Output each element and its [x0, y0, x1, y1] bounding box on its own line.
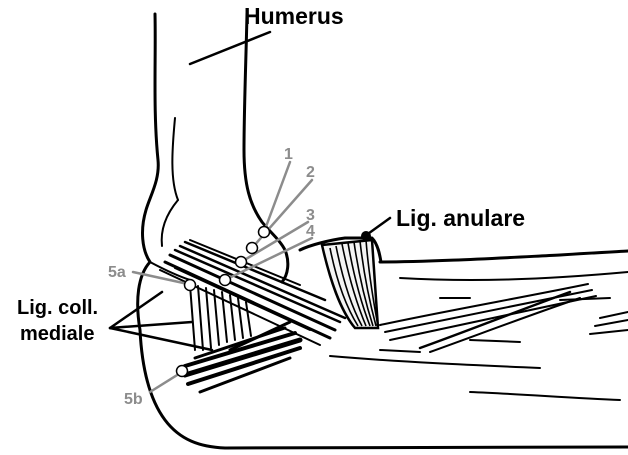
label-humerus: Humerus: [244, 3, 344, 29]
lig-anulare-dot: [361, 231, 371, 241]
ulna-top-outline: [380, 251, 628, 262]
marker-2-dot: [247, 243, 258, 254]
label-marker-2: 2: [306, 164, 315, 181]
forearm-dash-3: [380, 350, 420, 352]
ulna-lower-line: [330, 356, 540, 368]
ulna-mid-line: [400, 272, 628, 280]
shaft-line-inner: [172, 118, 178, 200]
lig-coll-leader-3: [110, 328, 212, 350]
annular-ligament: [322, 240, 378, 328]
ulna-bottom-line: [470, 392, 620, 400]
marker-5b-dot: [177, 366, 188, 377]
label-lig-anulare: Lig. anulare: [396, 205, 525, 231]
lig-coll-leader-2: [110, 322, 192, 328]
lig-coll-leader-1: [110, 292, 162, 328]
label-marker-4: 4: [306, 223, 315, 240]
label-lig-coll-line2: mediale: [20, 323, 94, 345]
humerus-leader: [190, 32, 270, 64]
label-marker-5b: 5b: [124, 391, 143, 408]
label-marker-1: 1: [284, 146, 293, 163]
marker-4-dot: [220, 275, 231, 286]
label-marker-5a: 5a: [108, 264, 126, 281]
label-marker-3: 3: [306, 207, 315, 224]
bone-outlines: [138, 14, 628, 448]
marker-3-dot: [236, 257, 247, 268]
marker-5a-dot: [185, 280, 196, 291]
humerus-left-outline: [138, 14, 628, 448]
label-lig-coll-line1: Lig. coll.: [17, 297, 98, 319]
marker-1-dot: [259, 227, 270, 238]
forearm-dash-4: [470, 340, 520, 342]
trochlea-curve: [162, 200, 178, 246]
humerus-right-outline: [244, 14, 288, 282]
